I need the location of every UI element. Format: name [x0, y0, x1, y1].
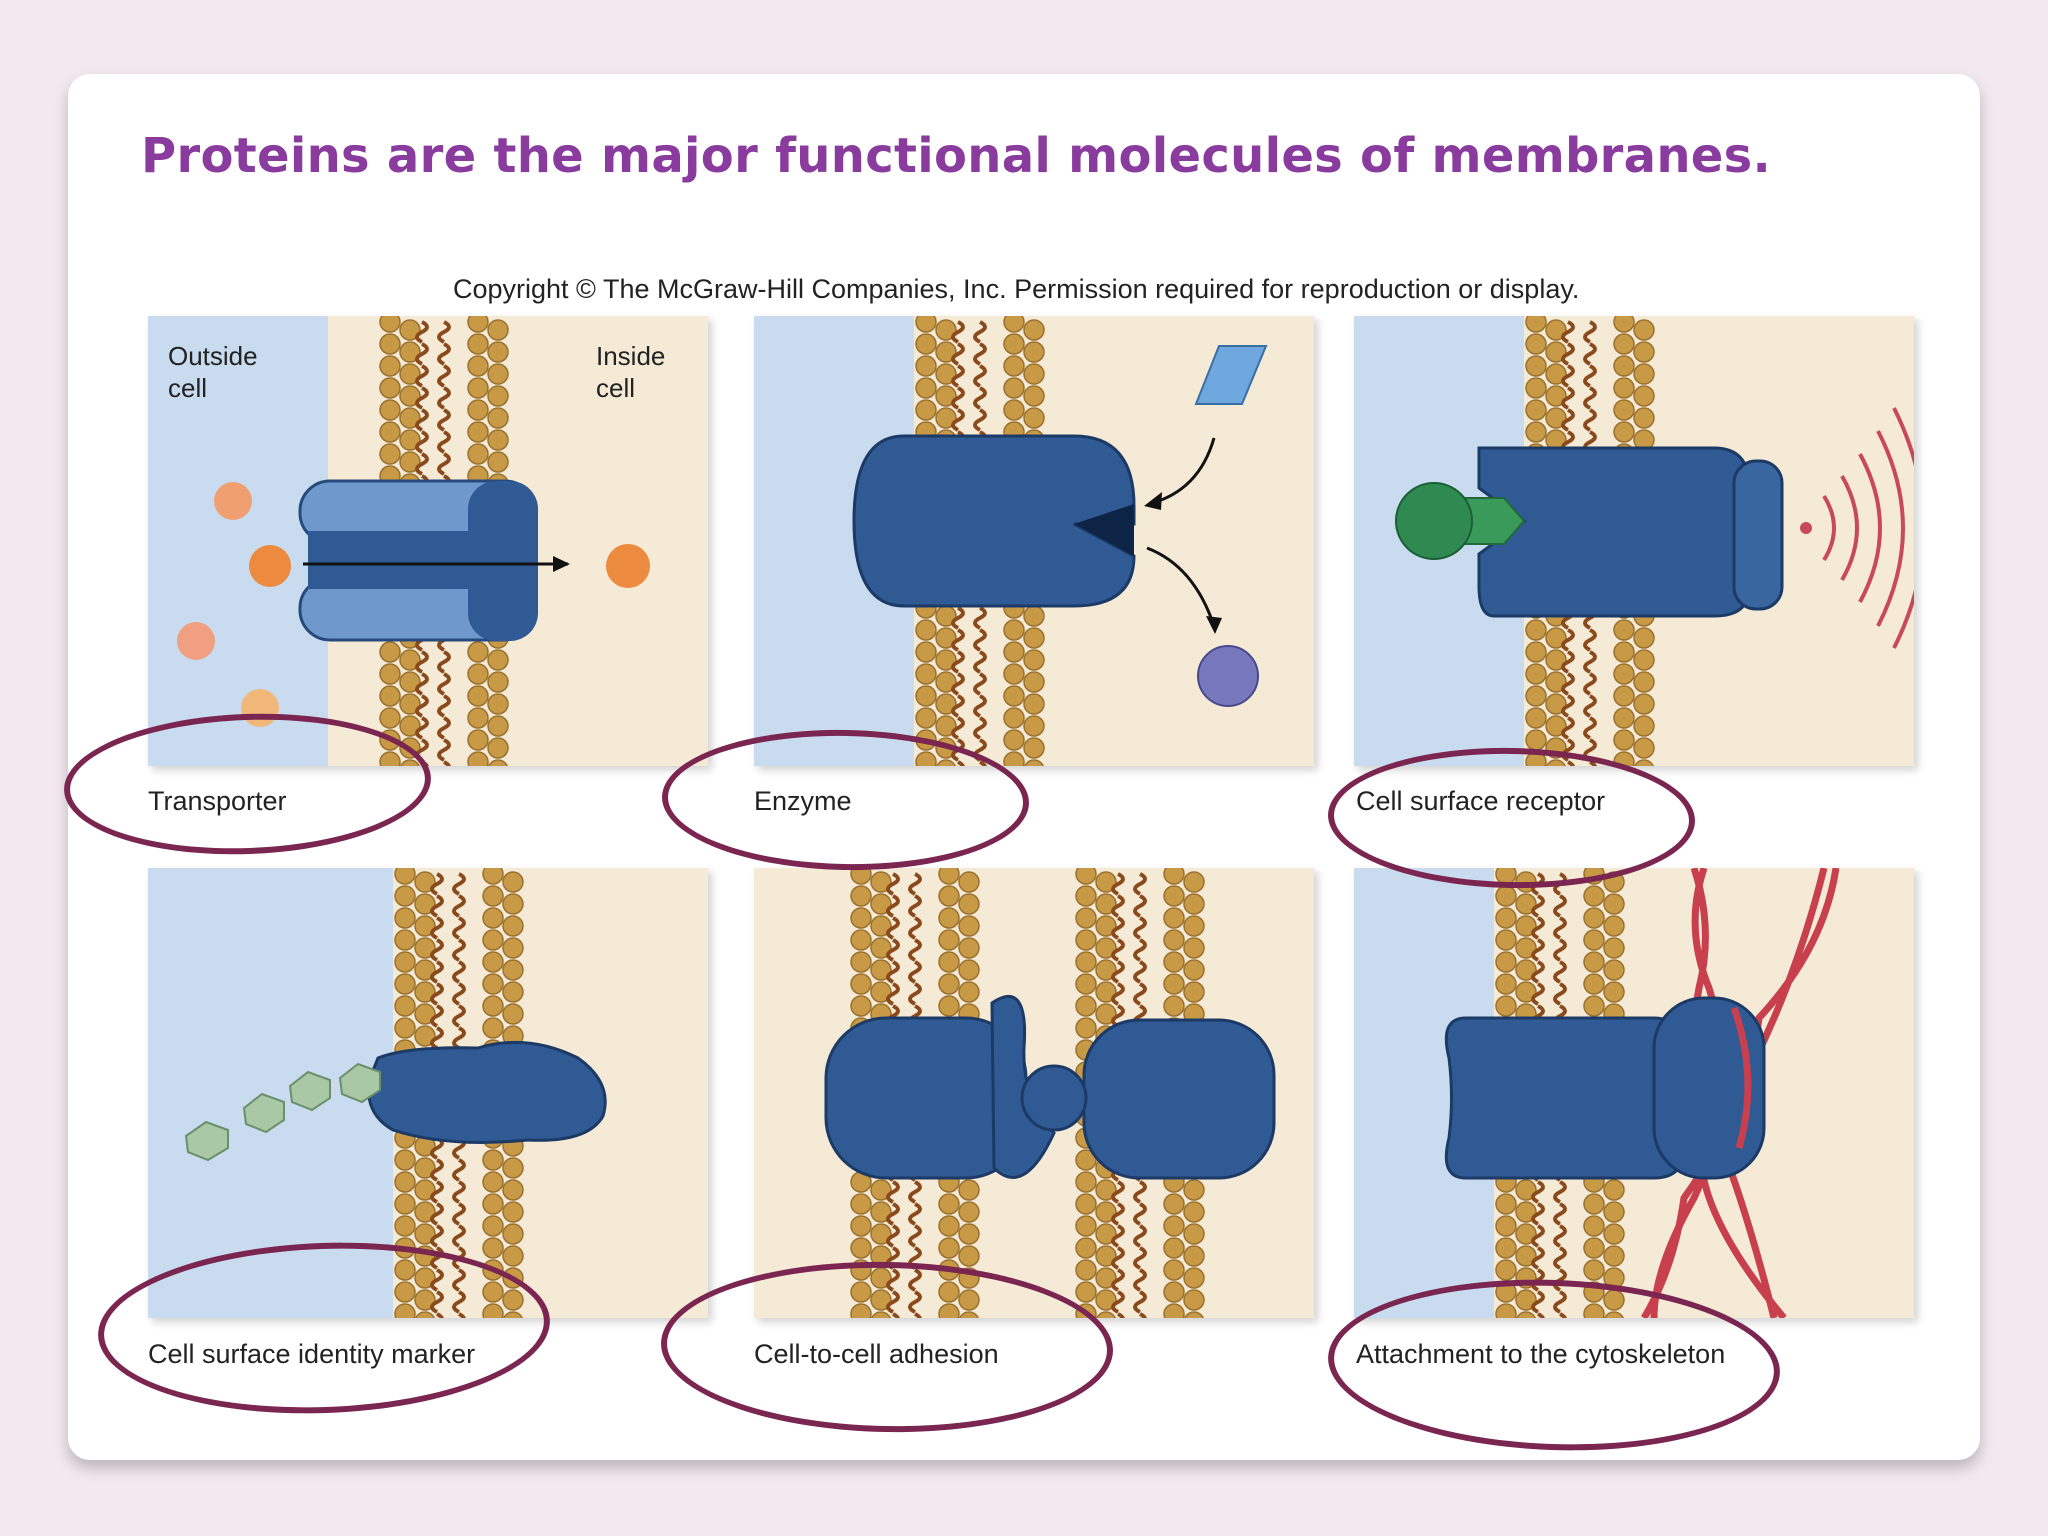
outside-cell-label: Outside cell — [168, 341, 258, 403]
cell-surface-receptor-panel — [1354, 316, 1914, 766]
transported-molecule — [606, 544, 650, 588]
enzyme-panel — [754, 316, 1314, 766]
carbohydrate-chain — [184, 1062, 381, 1162]
glycoprotein — [367, 1040, 607, 1144]
slide-title: Proteins are the major functional molecu… — [141, 128, 1772, 184]
cytoskeleton-illustration — [1354, 868, 1914, 1318]
identity-marker-illustration — [148, 868, 708, 1318]
adhesion-protein-right — [1020, 1018, 1276, 1180]
transporter-panel: Outside cell Inside cell — [148, 316, 708, 766]
arrow-icon — [1144, 492, 1162, 510]
cytoskeleton-attachment-label: Attachment to the cytoskeleton — [1356, 1339, 1726, 1369]
solute-molecule — [177, 622, 215, 660]
adhesion-illustration — [754, 868, 1314, 1318]
identity-marker-panel — [148, 868, 708, 1318]
cell-surface-identity-marker-label: Cell surface identity marker — [148, 1339, 476, 1369]
cell-to-cell-adhesion-label: Cell-to-cell adhesion — [754, 1339, 999, 1369]
enzyme-protein — [852, 434, 1136, 608]
solute-molecule — [249, 545, 291, 587]
anchoring-protein — [1444, 996, 1766, 1180]
transporter-label: Transporter — [148, 786, 287, 816]
enzyme-illustration — [754, 316, 1314, 766]
receptor-illustration — [1354, 316, 1914, 766]
signal-molecule — [1395, 482, 1526, 560]
solute-molecule — [214, 482, 252, 520]
cytoskeleton-attachment-panel — [1354, 868, 1914, 1318]
arrow-icon — [553, 556, 570, 572]
inside-cell-label: Inside cell — [596, 341, 666, 403]
copyright-notice: Copyright © The McGraw-Hill Companies, I… — [453, 274, 1580, 304]
transporter-protein — [298, 479, 538, 642]
adhesion-protein-left — [824, 995, 1056, 1180]
cell-surface-receptor-label: Cell surface receptor — [1356, 786, 1606, 816]
transporter-illustration — [148, 316, 708, 766]
product-molecule — [1197, 645, 1259, 707]
signal-waves-icon — [1800, 407, 1914, 649]
solute-molecule — [241, 689, 279, 727]
substrate-molecule — [1194, 345, 1268, 405]
receptor-protein — [1477, 446, 1784, 618]
arrow-icon — [1206, 616, 1222, 634]
enzyme-label: Enzyme — [754, 786, 852, 816]
cell-adhesion-panel — [754, 868, 1314, 1318]
